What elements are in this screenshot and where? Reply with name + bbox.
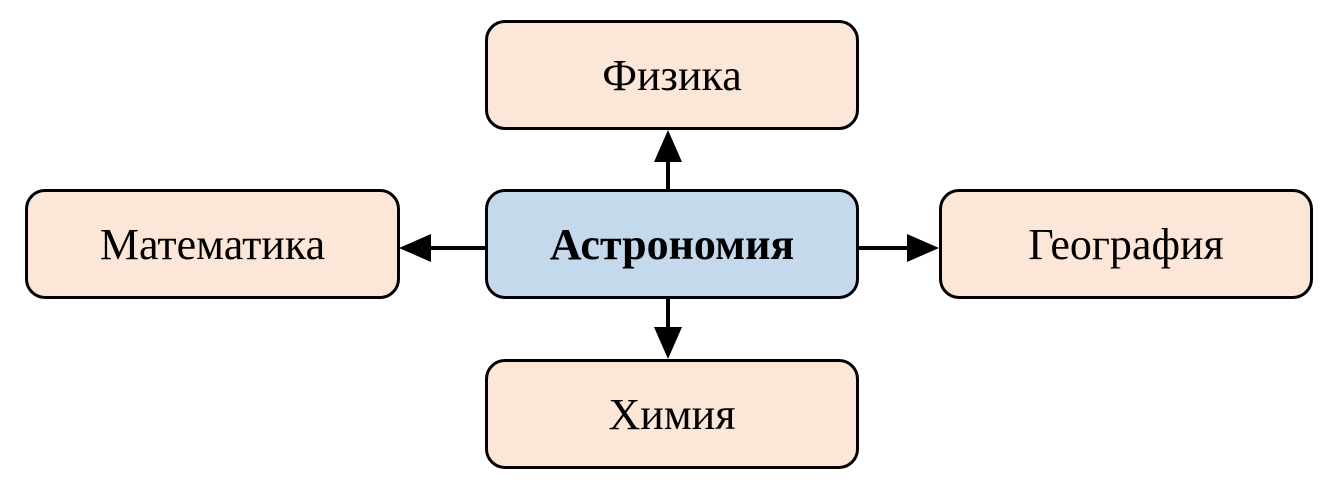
chemistry-node: Химия xyxy=(485,359,859,469)
geography-label: География xyxy=(1028,219,1224,269)
arrowhead-to-bottom xyxy=(654,327,682,359)
physics-node: Физика xyxy=(485,20,859,130)
mathematics-node: Математика xyxy=(25,189,400,299)
geography-node: География xyxy=(939,189,1313,299)
arrowhead-to-right xyxy=(907,234,939,262)
physics-label: Физика xyxy=(602,50,742,100)
astronomy-label: Астрономия xyxy=(549,219,795,269)
mathematics-label: Математика xyxy=(99,219,326,269)
astronomy-node: Астрономия xyxy=(485,189,859,299)
chemistry-label: Химия xyxy=(608,389,736,439)
arrowhead-to-top xyxy=(654,130,682,162)
arrowhead-to-left xyxy=(399,234,431,262)
